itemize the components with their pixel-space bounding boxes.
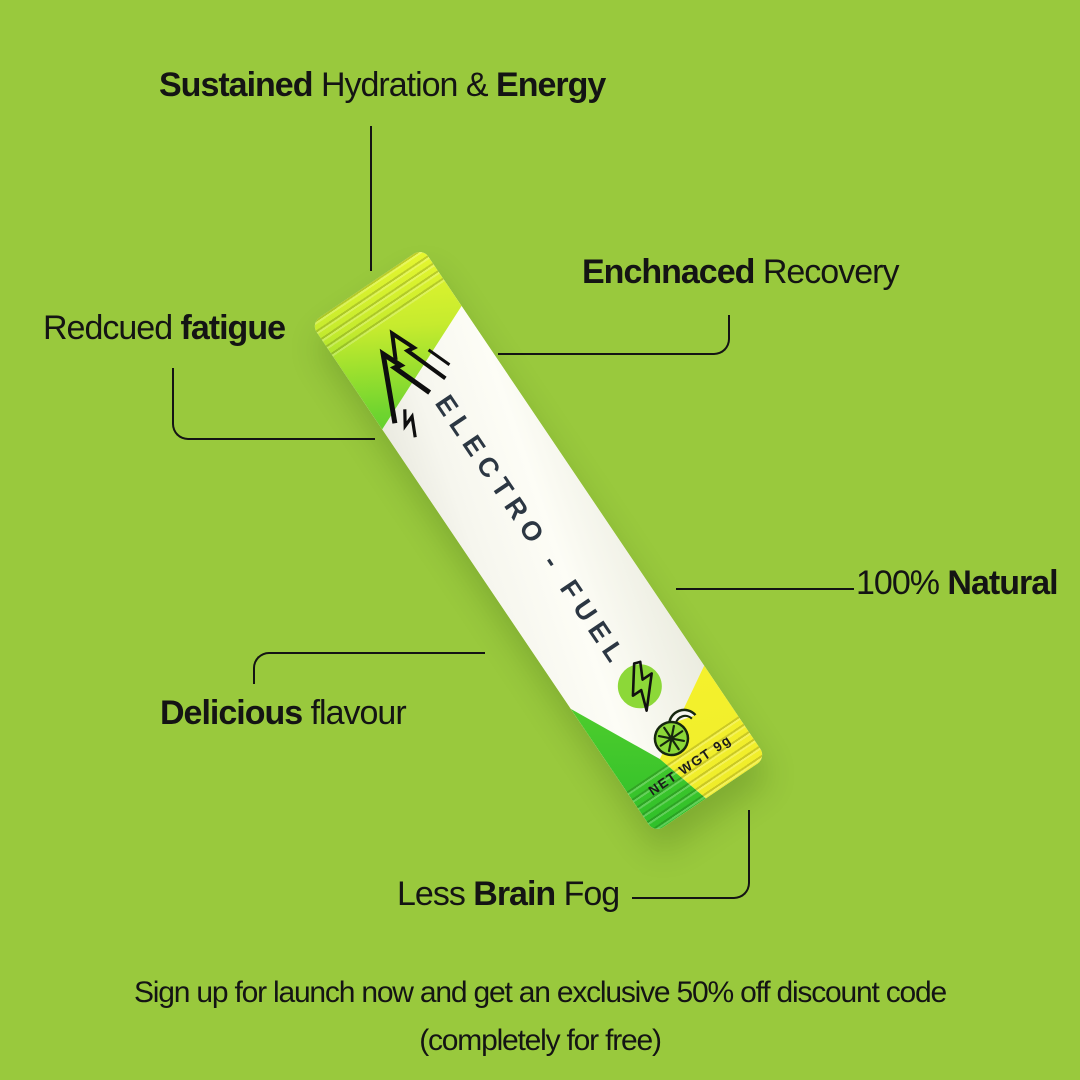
connector-line-sustained <box>370 126 372 271</box>
connector-line-delicious-flavour <box>253 652 485 684</box>
label-segment: flavour <box>310 694 407 732</box>
callout-sustained-hydration-energy: Sustained Hydration & Energy <box>159 66 606 104</box>
signup-text-line2: (completely for free) <box>419 1024 662 1057</box>
callout-delicious-flavour: Delicious flavour <box>160 694 407 732</box>
label-segment: fatigue <box>180 309 286 347</box>
label-segment: Sustained <box>159 66 321 104</box>
label-segment: 100% <box>856 564 948 602</box>
label-segment: Energy <box>496 66 606 104</box>
label-segment: Redcued <box>43 309 181 347</box>
lightning-bolt-icon <box>609 655 671 717</box>
label-segment: Hydration & <box>320 66 497 104</box>
label-segment: Less <box>397 875 474 913</box>
connector-line-reduced-fatigue <box>172 368 375 440</box>
bolt-glyph <box>631 660 653 712</box>
callout-enhanced-recovery: Enchnaced Recovery <box>582 253 900 291</box>
label-segment: Enchnaced <box>582 253 763 291</box>
signup-text-line1: Sign up for launch now and get an exclus… <box>133 976 947 1009</box>
product-packet: ELECTRO - FUEL NET WGT 9g <box>310 247 767 834</box>
callout-reduced-fatigue: Redcued fatigue <box>43 309 286 347</box>
connector-line-brain-fog <box>632 810 750 899</box>
callout-less-brain-fog: Less Brain Fog <box>397 875 621 913</box>
label-segment: Delicious <box>160 694 311 732</box>
callout-100-percent-natural: 100% Natural <box>856 564 1059 602</box>
connector-line-enhanced-recovery <box>498 315 730 355</box>
label-segment: Recovery <box>762 253 900 291</box>
connector-line-natural <box>676 588 854 590</box>
mountain-crack-icon <box>379 329 451 438</box>
lime-icon <box>653 708 697 757</box>
label-segment: Natural <box>947 564 1058 602</box>
label-segment: Brain <box>473 875 556 913</box>
label-segment: Fog <box>555 875 621 913</box>
